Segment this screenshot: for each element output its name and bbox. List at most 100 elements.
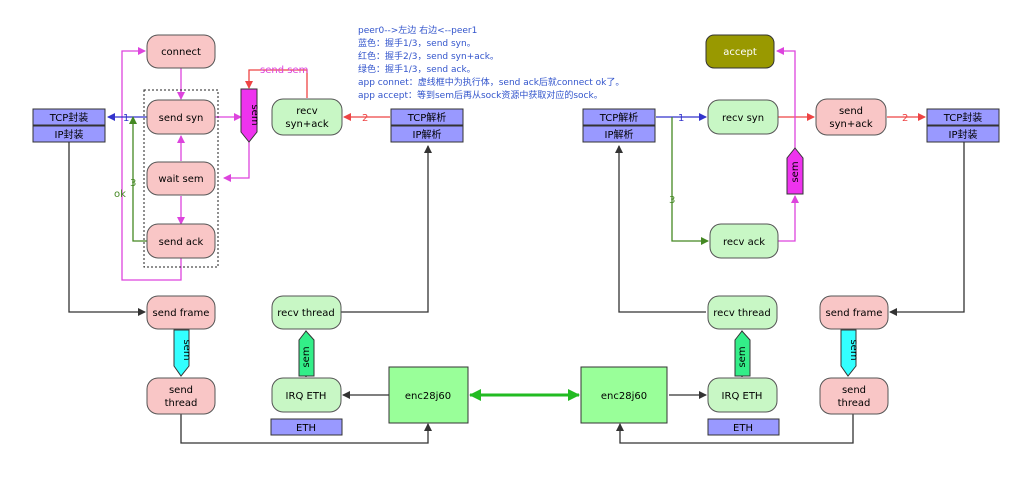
note-line: 绿色：握手1/3，send ack。 bbox=[358, 63, 476, 75]
note-line: peer0-->左边 右边<--peer1 bbox=[358, 24, 477, 36]
edge-recv-synack-send-sem bbox=[245, 69, 308, 98]
edge-recvthread-to-ipparse bbox=[341, 145, 432, 313]
svg-text:TCP解析: TCP解析 bbox=[407, 111, 447, 124]
connect-execution-frame bbox=[143, 89, 219, 268]
node-send-frame-left: send frame bbox=[146, 295, 216, 330]
svg-text:send: send bbox=[169, 385, 193, 396]
node-ip-pack-right: IP封装 bbox=[926, 125, 1000, 143]
svg-text:send frame: send frame bbox=[826, 308, 883, 319]
svg-text:IP封装: IP封装 bbox=[949, 128, 978, 141]
node-tcp-pack-left: TCP封装 bbox=[32, 108, 106, 126]
edge-ack-loop-to-connect bbox=[121, 47, 182, 281]
svg-text:ETH: ETH bbox=[733, 423, 753, 434]
node-send-frame-right: send frame bbox=[819, 295, 889, 330]
node-recv-thread-right: recv thread bbox=[707, 295, 778, 330]
svg-text:IRQ ETH: IRQ ETH bbox=[722, 391, 763, 402]
edge-recvack-to-sem bbox=[778, 195, 799, 242]
svg-text:recv syn: recv syn bbox=[722, 113, 764, 124]
node-recv-thread-left: recv thread bbox=[271, 295, 342, 330]
label-edge-1-right: 1 bbox=[678, 113, 684, 124]
node-irq-eth-right: IRQ ETH bbox=[707, 377, 778, 413]
svg-text:TCP封装: TCP封装 bbox=[49, 111, 89, 124]
label-edge-3-left: 3 bbox=[130, 178, 136, 189]
node-tcp-parse-right: TCP解析 bbox=[582, 108, 656, 126]
edge-labels: send sem 1 2 3 ok 1 2 3 bbox=[114, 65, 908, 206]
node-send-synack: send syn+ack bbox=[815, 98, 887, 136]
svg-text:send: send bbox=[839, 106, 863, 117]
svg-text:syn+ack: syn+ack bbox=[285, 119, 328, 130]
node-tcp-pack-right: TCP封装 bbox=[926, 108, 1000, 126]
svg-text:sem: sem bbox=[181, 339, 192, 360]
note-line: 蓝色：握手1/3，send syn。 bbox=[358, 37, 476, 49]
node-eth-right: ETH bbox=[707, 418, 780, 436]
edge-sendack-to-tcppack bbox=[129, 116, 147, 242]
right-nodes: accept recv syn send syn+ack recv ack TC… bbox=[580, 34, 1000, 436]
svg-text:IP解析: IP解析 bbox=[605, 128, 634, 141]
svg-text:ETH: ETH bbox=[296, 423, 316, 434]
node-enc28j60-left: enc28j60 bbox=[388, 366, 469, 424]
node-irq-eth-left: IRQ ETH bbox=[271, 377, 342, 413]
node-ip-parse-right: IP解析 bbox=[582, 125, 656, 143]
svg-text:IP解析: IP解析 bbox=[413, 128, 442, 141]
svg-text:recv thread: recv thread bbox=[277, 308, 334, 319]
svg-text:send: send bbox=[842, 385, 866, 396]
svg-text:TCP解析: TCP解析 bbox=[599, 111, 639, 124]
svg-text:thread: thread bbox=[838, 398, 871, 409]
label-edge-2-right: 2 bbox=[902, 113, 908, 124]
sem-accept: sem bbox=[786, 147, 804, 195]
svg-text:sem: sem bbox=[848, 339, 859, 360]
node-connect: connect bbox=[146, 34, 216, 69]
note-line: app accept：等到sem后再从sock资源中获取对应的sock。 bbox=[358, 89, 603, 101]
svg-text:send syn: send syn bbox=[159, 113, 204, 124]
notes-block: peer0-->左边 右边<--peer1 蓝色：握手1/3，send syn。… bbox=[358, 24, 624, 101]
edge-sem-to-waitsem bbox=[223, 134, 250, 182]
svg-text:recv ack: recv ack bbox=[723, 237, 765, 248]
svg-text:accept: accept bbox=[723, 47, 757, 58]
edge-sendthread-to-enc bbox=[616, 414, 854, 444]
label-edge-1-left: 1 bbox=[123, 113, 129, 124]
node-enc28j60-right: enc28j60 bbox=[580, 366, 668, 424]
edge-ippack-to-sendframe bbox=[68, 142, 146, 316]
edge-sem-to-accept bbox=[776, 47, 796, 148]
svg-text:wait sem: wait sem bbox=[158, 174, 203, 185]
node-eth-left: ETH bbox=[270, 418, 343, 436]
sem-irq-left: sem bbox=[298, 330, 315, 377]
node-wait-sem: wait sem bbox=[146, 161, 216, 196]
sem-connect: sem bbox=[240, 88, 260, 143]
svg-text:sem: sem bbox=[301, 346, 312, 367]
sem-send-frame-left: sem bbox=[173, 329, 192, 377]
svg-text:recv thread: recv thread bbox=[713, 308, 770, 319]
svg-text:IP封装: IP封装 bbox=[55, 128, 84, 141]
edge-sendthread-to-enc bbox=[180, 414, 432, 444]
node-tcp-parse-left: TCP解析 bbox=[390, 108, 464, 126]
edge-tcpparse-to-recvack bbox=[671, 117, 709, 245]
edge-ippack-to-sendframe bbox=[889, 142, 965, 316]
node-send-thread-right: send thread bbox=[819, 377, 889, 415]
svg-text:sem: sem bbox=[737, 346, 748, 367]
left-nodes: connect send syn wait sem send ack recv … bbox=[32, 34, 469, 436]
svg-text:send ack: send ack bbox=[159, 237, 204, 248]
note-line: app connet：虚线框中为执行体，send ack后就connect ok… bbox=[358, 76, 624, 88]
svg-text:send frame: send frame bbox=[153, 308, 210, 319]
sem-send-frame-right: sem bbox=[840, 329, 859, 377]
node-ip-pack-left: IP封装 bbox=[32, 125, 106, 143]
node-accept: accept bbox=[705, 34, 775, 69]
label-edge-2-left: 2 bbox=[362, 113, 368, 124]
svg-text:recv: recv bbox=[296, 106, 318, 117]
label-edge-ok: ok bbox=[114, 189, 126, 200]
node-recv-ack: recv ack bbox=[709, 223, 779, 259]
edge-recvthread-to-ipparse bbox=[615, 145, 706, 313]
svg-text:thread: thread bbox=[165, 398, 198, 409]
node-send-thread-left: send thread bbox=[146, 377, 216, 415]
svg-text:IRQ ETH: IRQ ETH bbox=[286, 391, 327, 402]
svg-text:syn+ack: syn+ack bbox=[829, 119, 872, 130]
svg-text:enc28j60: enc28j60 bbox=[601, 391, 647, 402]
node-recv-syn: recv syn bbox=[707, 99, 779, 135]
svg-text:sem: sem bbox=[790, 161, 801, 182]
svg-text:TCP封装: TCP封装 bbox=[943, 111, 983, 124]
sem-irq-right: sem bbox=[734, 330, 751, 377]
svg-text:connect: connect bbox=[161, 47, 201, 58]
right-edges bbox=[615, 47, 965, 444]
note-line: 红色：握手2/3，send syn+ack。 bbox=[358, 50, 499, 62]
